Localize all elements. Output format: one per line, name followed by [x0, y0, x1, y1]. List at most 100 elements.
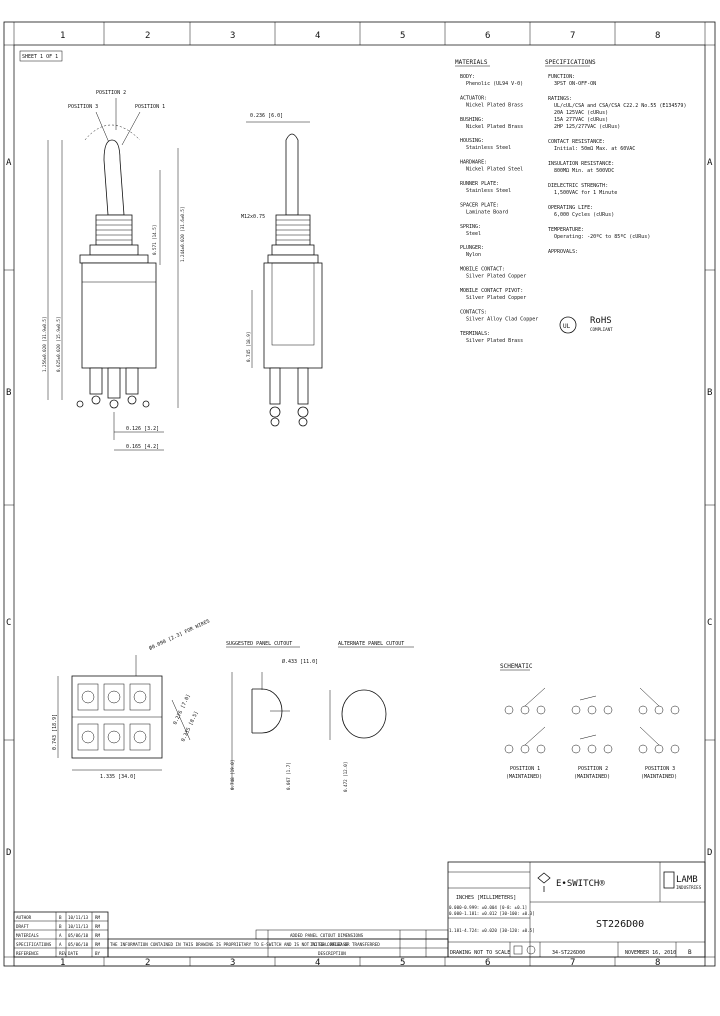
label-position-3: POSITION 3 — [68, 104, 98, 110]
tolerance-3: 1.181-4.724: ±0.020 [30-120: ±0.5] — [449, 928, 535, 933]
cutout-dim-c: 0.472 [12.0] — [343, 762, 348, 792]
sheet-label-box — [19, 50, 63, 62]
col-label-8-bottom: 8 — [655, 958, 660, 968]
spec-value: Operating: -20ºC to 85ºC (cURus) — [554, 234, 650, 240]
material-value: Laminate Board — [466, 209, 508, 215]
material-name: SPRING: — [460, 224, 481, 230]
approval-date: 05/06/10 — [68, 933, 89, 938]
col-label-3-bottom: 3 — [230, 958, 235, 968]
lamb-logo: LAMB INDUSTRIES — [663, 871, 702, 890]
material-value: Nickel Plated Brass — [466, 124, 523, 130]
revision-letter: B — [688, 949, 692, 956]
material-name: BODY: — [460, 74, 475, 80]
material-value: Silver Plated Brass — [466, 338, 523, 344]
material-name: TERMINALS: — [460, 331, 490, 337]
approval-by: RM — [95, 933, 101, 938]
row-label-c-right: C — [707, 618, 712, 628]
cutout-dim-dia: Ø.433 [11.0] — [282, 658, 318, 665]
side-view: POSITION 2 POSITION 3 POSITION 1 — [42, 90, 185, 451]
material-value: Silver Plated Copper — [466, 295, 526, 301]
bottom-wire-label: Ø0.090 [2.3] FOR WIRES — [148, 617, 211, 651]
drawing-number: 34-ST226D00 — [552, 950, 585, 956]
material-name: BUSHING: — [460, 117, 484, 123]
e-switch-logo: E•SWITCH® — [537, 872, 605, 892]
col-label-8: 8 — [655, 31, 660, 41]
front-view: 0.236 [6.0] M12x0.75 0.745 [18.9] — [241, 113, 323, 427]
spec-value: 800MΩ Min. at 500VDC — [554, 168, 614, 174]
col-label-4-bottom: 4 — [315, 958, 320, 968]
spec-value: 2HP 125/277VAC (cURus) — [554, 124, 620, 130]
row-label-d: D — [6, 848, 11, 858]
approval-role: DRAFT — [16, 924, 29, 929]
sheet-label: SHEET 1 OF 1 — [22, 54, 58, 60]
material-name: HOUSING: — [460, 138, 484, 144]
spec-name: CONTACT RESISTANCE: — [548, 139, 605, 145]
approval-role: MATERIALS — [16, 933, 39, 938]
approval-by: BY — [95, 951, 101, 956]
approval-rev: B — [59, 924, 62, 929]
column-dividers — [4, 22, 715, 966]
material-name: HARDWARE: — [460, 160, 487, 166]
material-value: Silver Alloy Clad Copper — [466, 316, 538, 322]
spec-name: FUNCTION: — [548, 74, 575, 80]
schematic-pos1-sub: (MAINTAINED) — [506, 774, 542, 780]
row-label-a-right: A — [707, 158, 713, 168]
front-dim-top: 0.236 [6.0] — [250, 113, 283, 119]
schematic-pos2-sub: (MAINTAINED) — [574, 774, 610, 780]
approval-by: RM — [95, 942, 101, 947]
col-label-7-bottom: 7 — [570, 958, 575, 968]
schematic-pos3-sub: (MAINTAINED) — [641, 774, 677, 780]
material-name: MOBILE CONTACT: — [460, 267, 505, 273]
col-label-4: 4 — [315, 31, 320, 41]
material-value: Steel — [466, 231, 481, 237]
col-label-5-bottom: 5 — [400, 958, 405, 968]
alternate-cutout-heading: ALTERNATE PANEL CUTOUT — [338, 641, 404, 647]
tolerance-2: 0.000-1.181: ±0.012 [30-100: ±0.3] — [449, 911, 535, 916]
material-value: Nickel Plated Steel — [466, 167, 523, 173]
schematic-pos1-label: POSITION 1 — [510, 766, 540, 772]
spec-name: TEMPERATURE: — [548, 227, 584, 233]
row-label-b-right: B — [707, 388, 712, 398]
col-label-2-bottom: 2 — [145, 958, 150, 968]
side-dim-c: 1.256±0.020 [31.9±0.5] — [42, 317, 47, 372]
material-name: CONTACTS: — [460, 309, 487, 315]
approval-role: SPECIFICATIONS — [16, 942, 52, 947]
spec-name: RATINGS: — [548, 96, 572, 102]
material-name: ACTUATOR: — [460, 95, 487, 101]
col-label-5: 5 — [400, 31, 405, 41]
spec-value: 1,500VAC for 1 Minute — [554, 190, 617, 196]
col-label-2: 2 — [145, 31, 150, 41]
approval-date: 05/06/10 — [68, 942, 89, 947]
material-value: Silver Plated Copper — [466, 274, 526, 280]
row-label-d-right: D — [707, 848, 712, 858]
spec-name: INSULATION RESISTANCE: — [548, 161, 614, 167]
revision-note-1: ADDED PANEL CUTOUT DIMENSIONS — [290, 933, 364, 938]
materials-section: MATERIALS BODY:Phenolic (UL94 V-0)ACTUAT… — [455, 59, 538, 344]
suggested-cutout-heading: SUGGESTED PANEL CUTOUT — [226, 641, 292, 647]
projection-icon — [513, 945, 536, 955]
col-label-7: 7 — [570, 31, 575, 41]
row-label-c: C — [6, 618, 11, 628]
spec-name: OPERATING LIFE: — [548, 205, 593, 211]
material-name: PLUNGER: — [460, 245, 484, 251]
spec-name: DIELECTRIC STRENGTH: — [548, 183, 608, 189]
specifications-section: SPECIFICATIONS FUNCTION:3PST ON-OFF-ONRA… — [545, 59, 686, 334]
svg-text:UL: UL — [563, 323, 571, 330]
front-dim-body: 0.745 [18.9] — [246, 332, 251, 362]
side-dim-f: 0.165 [4.2] — [126, 444, 159, 450]
col-label-1: 1 — [60, 31, 65, 41]
material-value: Nylon — [466, 252, 481, 258]
bottom-dim-h2: 0.335 [8.5] — [180, 710, 199, 743]
col-label-1-bottom: 1 — [60, 958, 65, 968]
approval-date: 10/11/13 — [68, 915, 89, 920]
confidential-notice: THE INFORMATION CONTAINED IN THIS DRAWIN… — [110, 942, 380, 947]
material-name: SPACER PLATE: — [460, 202, 499, 208]
approval-date: DATE — [68, 951, 79, 956]
spec-value: 20A 125VAC (cURus) — [554, 110, 608, 116]
material-value: Nickel Plated Brass — [466, 102, 523, 108]
drawing-date: NOVEMBER 16, 2010 — [625, 950, 676, 956]
material-name: MOBILE CONTACT PIVOT: — [460, 288, 523, 294]
row-label-b: B — [6, 388, 11, 398]
col-label-3: 3 — [230, 31, 235, 41]
material-value: Phenolic (UL94 V-0) — [466, 81, 523, 87]
